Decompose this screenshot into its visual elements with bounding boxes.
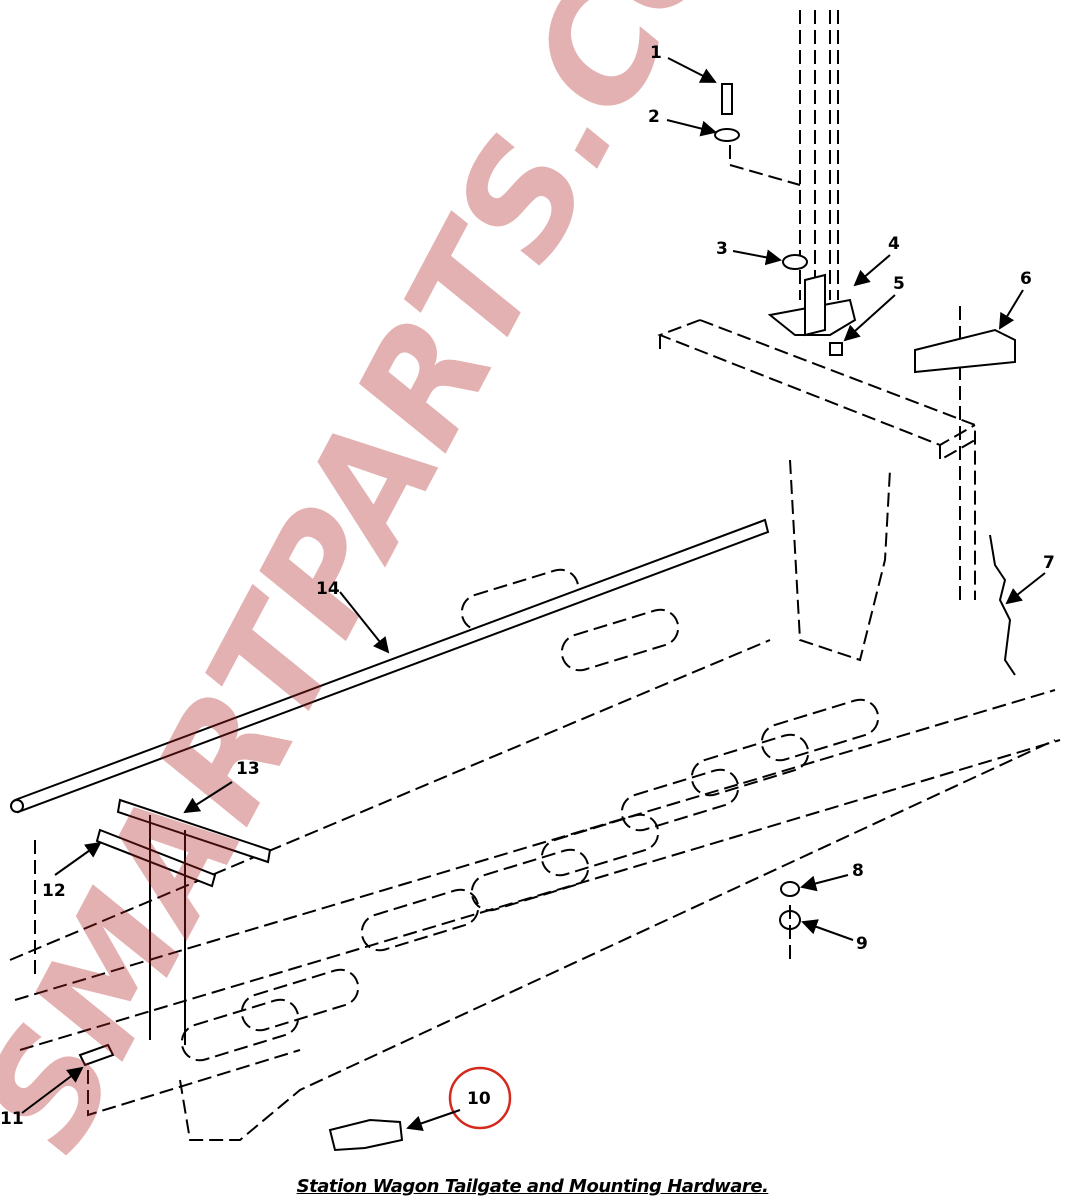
callout-6: 6 (998, 269, 1032, 330)
callout-12: 12 (42, 841, 102, 901)
callout-4: 4 (853, 234, 900, 287)
washer-part-3 (782, 254, 808, 270)
svg-text:9: 9 (856, 934, 868, 954)
svg-text:11: 11 (0, 1109, 24, 1129)
svg-text:1: 1 (650, 43, 662, 63)
svg-text:SMARTPARTS.COM: SMARTPARTS.COM (0, 0, 834, 1177)
svg-text:10: 10 (467, 1089, 491, 1109)
svg-text:5: 5 (893, 274, 905, 294)
handle-part-10 (328, 1118, 404, 1152)
parts (10, 83, 1016, 1152)
svg-text:12: 12 (42, 881, 66, 901)
svg-text:8: 8 (852, 861, 864, 881)
svg-text:6: 6 (1020, 269, 1032, 289)
callout-10-highlighted: 10 (406, 1066, 512, 1131)
washer-part-2 (714, 128, 740, 142)
callout-14: 14 (316, 579, 390, 654)
callout-9: 9 (801, 919, 868, 954)
callout-8: 8 (800, 861, 864, 892)
svg-text:7: 7 (1043, 553, 1055, 573)
svg-text:13: 13 (236, 759, 260, 779)
svg-text:4: 4 (888, 234, 900, 254)
svg-text:2: 2 (648, 107, 660, 127)
callout-3: 3 (716, 239, 782, 266)
diagram-caption: Station Wagon Tailgate and Mounting Hard… (296, 1176, 769, 1197)
svg-text:3: 3 (716, 239, 728, 259)
callout-7: 7 (1005, 553, 1055, 605)
watermark: SMARTPARTS.COM (0, 0, 834, 1177)
bumper-part-11 (78, 1043, 115, 1067)
bracket-part-6 (914, 328, 1016, 374)
callout-1: 1 (650, 43, 717, 83)
callouts: 1 2 3 4 5 6 7 8 9 10 11 12 13 14 (0, 43, 1055, 1131)
callout-5: 5 (843, 274, 905, 342)
callout-2: 2 (648, 107, 717, 137)
nut-part-5 (829, 342, 843, 356)
callout-11: 11 (0, 1066, 84, 1129)
highlight-circle (448, 1066, 512, 1130)
bolt-part-1 (721, 83, 733, 115)
panel-slots (180, 568, 880, 1062)
callout-13: 13 (183, 759, 260, 814)
svg-text:14: 14 (316, 579, 340, 599)
nut-part-8 (780, 881, 800, 897)
strap-part-13 (116, 798, 272, 864)
rod-part-7 (989, 534, 1016, 676)
